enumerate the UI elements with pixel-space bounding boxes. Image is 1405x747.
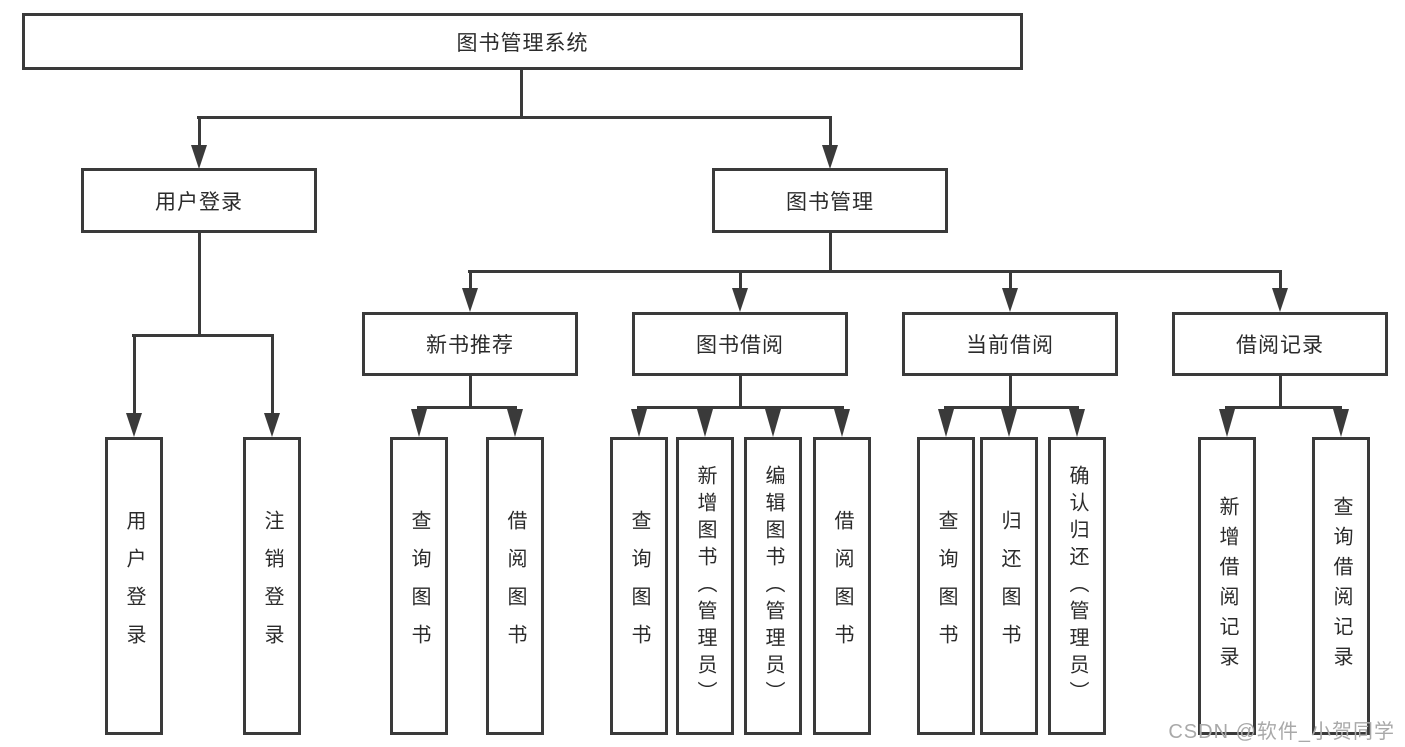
connector — [829, 233, 832, 272]
connector — [829, 116, 832, 146]
connector — [469, 376, 472, 408]
leaf-query-books-current-label: 查询图书 — [935, 510, 957, 662]
connector — [197, 116, 832, 119]
connector — [1009, 376, 1012, 408]
connector — [132, 334, 274, 337]
leaf-edit-books-admin-label: 编辑图书（管理员） — [762, 464, 784, 708]
leaf-return-books: 归还图书 — [980, 437, 1038, 735]
leaf-query-books-recommend: 查询图书 — [390, 437, 448, 735]
arrow-down-icon — [765, 409, 781, 437]
leaf-user-login-label: 用户登录 — [123, 510, 145, 662]
leaf-user-login: 用户登录 — [105, 437, 163, 735]
leaf-borrow-books-recommend-label: 借阅图书 — [504, 510, 526, 662]
node-book-management-branch: 图书管理 — [712, 168, 948, 233]
node-book-borrowing: 图书借阅 — [632, 312, 848, 376]
arrow-down-icon — [732, 288, 748, 312]
arrow-down-icon — [1001, 409, 1017, 437]
leaf-confirm-return-admin-label: 确认归还（管理员） — [1066, 464, 1088, 708]
node-user-login-branch-label: 用户登录 — [155, 190, 243, 214]
connector — [1279, 376, 1282, 408]
arrow-down-icon — [264, 413, 280, 437]
arrow-down-icon — [126, 413, 142, 437]
node-borrowing-records: 借阅记录 — [1172, 312, 1388, 376]
arrow-down-icon — [462, 288, 478, 312]
leaf-query-books-borrowing: 查询图书 — [610, 437, 668, 735]
connector — [271, 334, 274, 414]
node-root: 图书管理系统 — [22, 13, 1023, 70]
arrow-down-icon — [834, 409, 850, 437]
connector — [520, 70, 523, 119]
leaf-edit-books-admin: 编辑图书（管理员） — [744, 437, 802, 735]
csdn-watermark: CSDN @软件_小贺同学 — [1168, 721, 1395, 743]
arrow-down-icon — [1272, 288, 1288, 312]
connector — [739, 376, 742, 408]
connector — [1279, 270, 1282, 289]
leaf-query-borrow-record-label: 查询借阅记录 — [1330, 496, 1352, 676]
node-book-borrowing-label: 图书借阅 — [696, 334, 784, 357]
arrow-down-icon — [697, 409, 713, 437]
connector — [198, 116, 201, 146]
connector — [1225, 406, 1342, 409]
connector — [739, 270, 742, 289]
leaf-query-borrow-record: 查询借阅记录 — [1312, 437, 1370, 735]
leaf-add-borrow-record-label: 新增借阅记录 — [1216, 496, 1238, 676]
connector — [417, 406, 517, 409]
leaf-add-books-admin: 新增图书（管理员） — [676, 437, 734, 735]
connector — [198, 233, 201, 335]
leaf-borrow-books-borrowing: 借阅图书 — [813, 437, 871, 735]
node-user-login-branch: 用户登录 — [81, 168, 317, 233]
arrow-down-icon — [1002, 288, 1018, 312]
leaf-add-books-admin-label: 新增图书（管理员） — [694, 464, 716, 708]
node-current-borrowing-label: 当前借阅 — [966, 334, 1054, 357]
leaf-borrow-books-borrowing-label: 借阅图书 — [831, 510, 853, 662]
node-current-borrowing: 当前借阅 — [902, 312, 1118, 376]
arrow-down-icon — [938, 409, 954, 437]
arrow-down-icon — [1219, 409, 1235, 437]
node-new-book-recommend: 新书推荐 — [362, 312, 578, 376]
leaf-query-books-borrowing-label: 查询图书 — [628, 510, 650, 662]
arrow-down-icon — [1069, 409, 1085, 437]
arrow-down-icon — [191, 145, 207, 169]
connector — [637, 406, 844, 409]
arrow-down-icon — [822, 145, 838, 169]
leaf-add-borrow-record: 新增借阅记录 — [1198, 437, 1256, 735]
leaf-borrow-books-recommend: 借阅图书 — [486, 437, 544, 735]
connector — [469, 270, 472, 289]
node-borrowing-records-label: 借阅记录 — [1236, 334, 1324, 357]
arrow-down-icon — [411, 409, 427, 437]
leaf-logout: 注销登录 — [243, 437, 301, 735]
leaf-logout-label: 注销登录 — [261, 510, 283, 662]
connector — [133, 334, 136, 414]
leaf-confirm-return-admin: 确认归还（管理员） — [1048, 437, 1106, 735]
node-new-book-recommend-label: 新书推荐 — [426, 334, 514, 357]
arrow-down-icon — [1333, 409, 1349, 437]
arrow-down-icon — [631, 409, 647, 437]
leaf-return-books-label: 归还图书 — [998, 510, 1020, 662]
connector — [468, 270, 1282, 273]
leaf-query-books-current: 查询图书 — [917, 437, 975, 735]
connector — [1009, 270, 1012, 289]
leaf-query-books-recommend-label: 查询图书 — [408, 510, 430, 662]
arrow-down-icon — [507, 409, 523, 437]
connector — [944, 406, 1079, 409]
node-root-label: 图书管理系统 — [456, 31, 589, 55]
node-book-management-branch-label: 图书管理 — [786, 190, 874, 214]
